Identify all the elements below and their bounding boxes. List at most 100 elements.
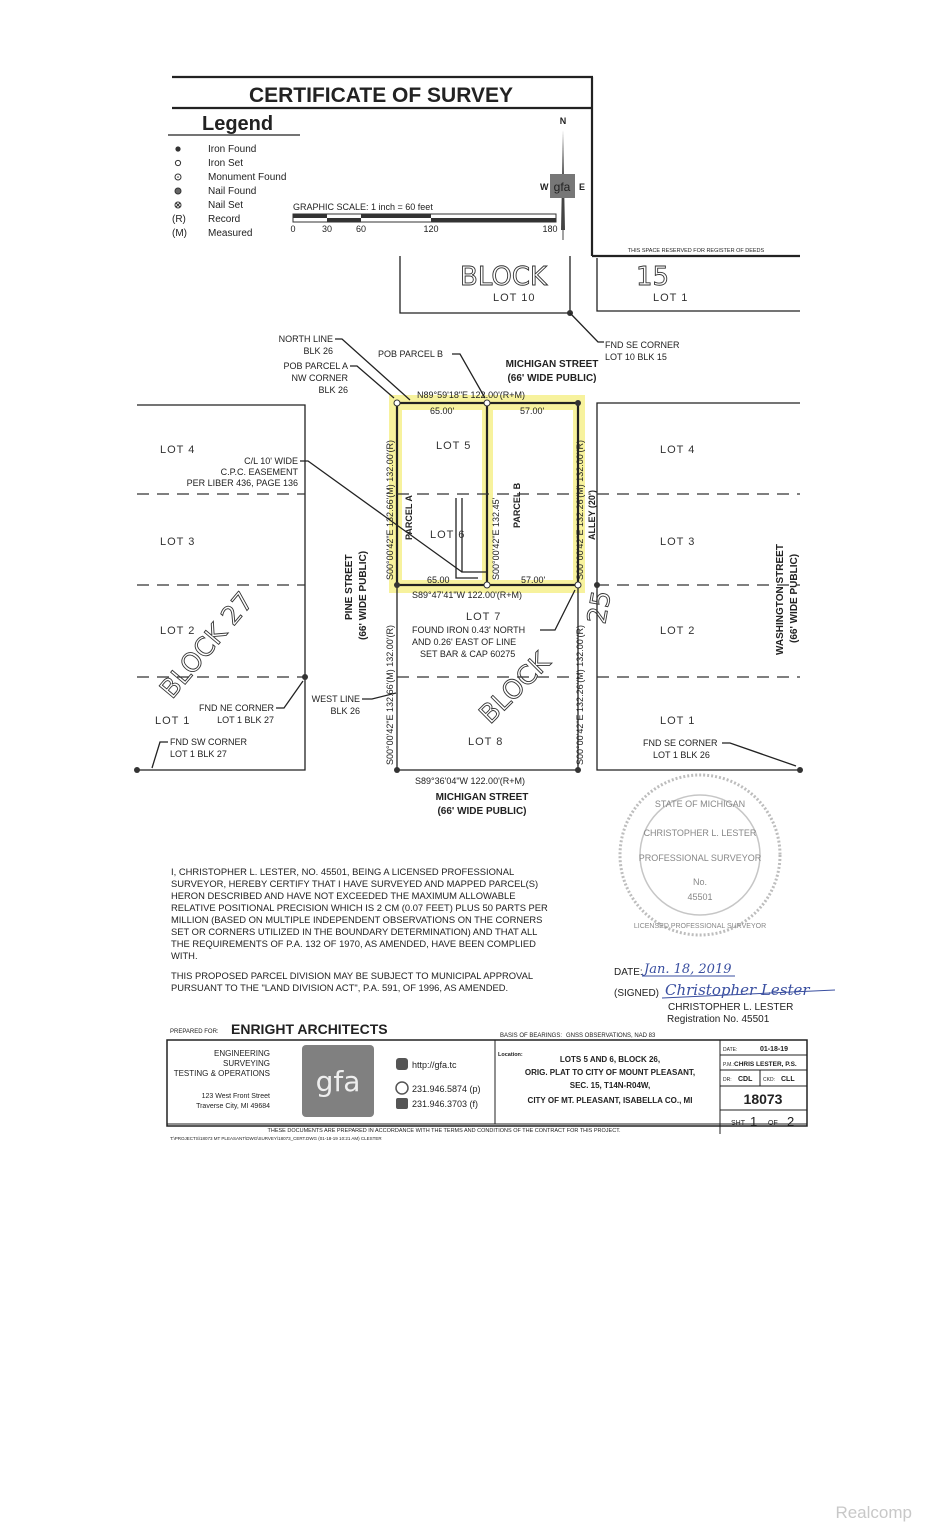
- title-block: ENGINEERING SURVEYING TESTING & OPERATIO…: [166, 1039, 808, 1141]
- date-label: DATE:: [723, 1047, 737, 1053]
- location-line: LOTS 5 AND 6, BLOCK 26,: [560, 1055, 660, 1064]
- date-value: 01-18-19: [760, 1046, 788, 1053]
- address: Traverse City, MI 49684: [196, 1103, 270, 1110]
- pm-value: CHRIS LESTER, P.S.: [734, 1061, 797, 1068]
- sheet-number: 1: [750, 1114, 757, 1129]
- compass-e: E: [579, 182, 585, 192]
- bearing-east: S00°00'42"E 132.26'(M) 132.00'(R): [575, 440, 585, 580]
- job-number: 18073: [744, 1091, 783, 1107]
- street-name: (66' WIDE PUBLIC): [437, 806, 526, 817]
- fax: 231.946.3703 (f): [412, 1099, 478, 1109]
- scale-tick: 120: [423, 224, 438, 234]
- signed-label: (SIGNED): [614, 988, 659, 999]
- annotation: LOT 1 BLK 27: [217, 715, 274, 725]
- annotation: AND 0.26' EAST OF LINE: [412, 637, 516, 647]
- services: ENGINEERING: [214, 1049, 270, 1058]
- services: TESTING & OPERATIONS: [174, 1069, 270, 1078]
- annotation: BLK 26: [318, 385, 348, 395]
- street-name: MICHIGAN STREET: [506, 359, 599, 370]
- signature-date: Jan. 18, 2019: [641, 962, 732, 977]
- scale-tick: 60: [356, 224, 366, 234]
- street-name: (66' WIDE PUBLIC): [358, 551, 369, 640]
- phone: 231.946.5874 (p): [412, 1084, 481, 1094]
- lot-label: LOT 2: [660, 625, 695, 637]
- scale-label: GRAPHIC SCALE: 1 inch = 60 feet: [293, 202, 433, 212]
- annotation: POB PARCEL B: [378, 349, 443, 359]
- annotation: C/L 10' WIDE: [244, 456, 298, 466]
- register-note: THIS SPACE RESERVED FOR REGISTER OF DEED…: [628, 248, 765, 254]
- block-label: BLOCK: [474, 647, 557, 730]
- seal-text: STATE OF MICHIGAN: [655, 799, 745, 809]
- north-arrow-icon: N gfa W E: [540, 116, 585, 240]
- scale-tick: 30: [322, 224, 332, 234]
- street-name: PINE STREET: [344, 554, 355, 620]
- distance: 65.00': [430, 406, 455, 416]
- legend-label: Iron Found: [208, 144, 256, 155]
- lot-label: LOT 6: [430, 529, 465, 541]
- monument-found-icon: [174, 173, 182, 181]
- certification-paragraph: I, CHRISTOPHER L. LESTER, NO. 45501, BEI…: [171, 866, 548, 961]
- annotation: WEST LINE: [312, 694, 360, 704]
- home-icon: [396, 1058, 408, 1070]
- lot-label: LOT 1: [653, 292, 688, 304]
- lot-label: LOT 1: [660, 715, 695, 727]
- annotation: FND SW CORNER: [170, 737, 247, 747]
- annotation: BLK 26: [303, 346, 333, 356]
- annotation: POB PARCEL A: [283, 361, 348, 371]
- nail-set-icon: [174, 201, 182, 209]
- annotation: NW CORNER: [292, 373, 349, 383]
- block-label: BLOCK 27: [154, 587, 260, 705]
- street-name: (66' WIDE PUBLIC): [507, 373, 596, 384]
- certification-paragraph: THIS PROPOSED PARCEL DIVISION MAY BE SUB…: [171, 970, 533, 993]
- block-label: BLOCK: [460, 262, 548, 292]
- dr-label: DR:: [723, 1077, 732, 1083]
- legend-label: Iron Set: [208, 158, 243, 169]
- chk-label: CKD:: [763, 1077, 775, 1083]
- scale-tick: 0: [290, 224, 295, 234]
- parcel-a-label: PARCEL A: [404, 495, 414, 540]
- annotation: SET BAR & CAP 60275: [420, 649, 515, 659]
- dr-value: CDL: [738, 1076, 753, 1083]
- distance: 57.00': [520, 406, 545, 416]
- annotation: PER LIBER 436, PAGE 136: [187, 478, 298, 488]
- bearing-mid: S89°47'41"W 122.00'(R+M): [412, 590, 522, 600]
- basis-label: BASIS OF BEARINGS:: [500, 1033, 562, 1039]
- annotation: FND SE CORNER: [643, 738, 718, 748]
- certification-text: I, CHRISTOPHER L. LESTER, NO. 45501, BEI…: [171, 866, 551, 1002]
- website: http://gfa.tc: [412, 1060, 457, 1070]
- seal-text: No.: [693, 877, 707, 887]
- seal-text: 45501: [687, 892, 712, 902]
- nail-found-icon: [174, 187, 182, 195]
- bearing-west: S00°00'42"E 132.66'(M) 132.00'(R): [385, 440, 395, 580]
- lot-label: LOT 1: [155, 715, 190, 727]
- pm-label: P.M.:: [723, 1062, 734, 1068]
- sheet-total: 2: [787, 1114, 794, 1129]
- street-labels: MICHIGAN STREET (66' WIDE PUBLIC) MICHIG…: [344, 359, 800, 817]
- date-label: DATE:: [614, 967, 643, 978]
- signer-name: CHRISTOPHER L. LESTER: [668, 1002, 793, 1013]
- gfa-logo: [302, 1045, 374, 1117]
- lot-label: LOT 4: [160, 444, 195, 456]
- lot-label: LOT 8: [468, 736, 503, 748]
- basis-value: GNSS OBSERVATIONS, NAD 83: [566, 1033, 656, 1039]
- annotation: FND NE CORNER: [199, 703, 275, 713]
- legend-heading: Legend: [202, 113, 273, 135]
- fax-icon: [396, 1098, 408, 1109]
- header-frame: [172, 75, 800, 258]
- location-label: Location:: [498, 1052, 523, 1058]
- lot-label: LOT 5: [436, 440, 471, 452]
- surveyor-seal: STATE OF MICHIGAN CHRISTOPHER L. LESTER …: [618, 773, 782, 937]
- seal-text: LICENSED PROFESSIONAL SURVEYOR: [634, 923, 766, 930]
- annotation: BLK 26: [330, 706, 360, 716]
- logo-text: gfa: [316, 1065, 361, 1098]
- block-25: LOT 4 LOT 3 LOT 2 LOT 1 25: [582, 402, 803, 773]
- lot-label: LOT 10: [493, 292, 536, 304]
- street-name: WASHINGTON STREET: [775, 544, 786, 655]
- annotation: FND SE CORNER: [605, 340, 680, 350]
- address: 123 West Front Street: [202, 1093, 270, 1100]
- annotation: NORTH LINE: [279, 334, 333, 344]
- signature-block: DATE: Jan. 18, 2019 (SIGNED) Christopher…: [614, 962, 836, 1025]
- sheet-label: SHT: [731, 1120, 746, 1127]
- disclaimer: THESE DOCUMENTS ARE PREPARED IN ACCORDAN…: [268, 1128, 621, 1134]
